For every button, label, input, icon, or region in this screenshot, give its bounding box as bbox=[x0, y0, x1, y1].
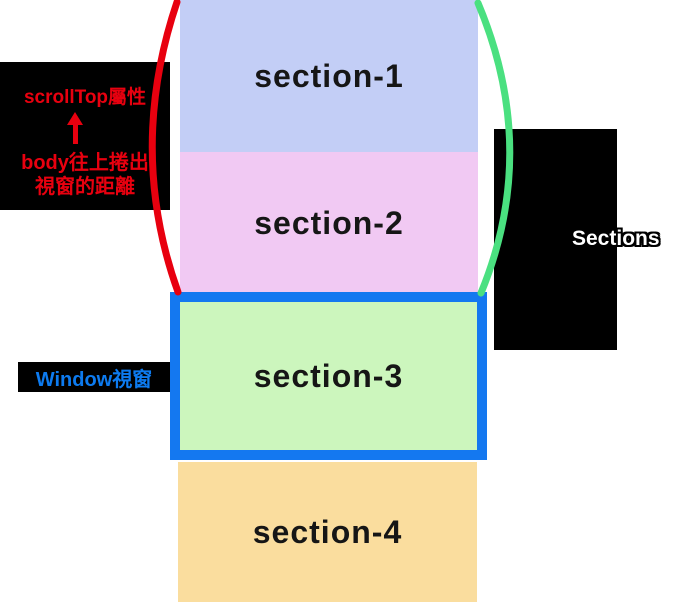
scrolltop-annotation-box: scrollTop屬性 body往上捲出 視窗的距離 bbox=[0, 62, 170, 210]
section-1-label: section-1 bbox=[254, 57, 404, 94]
scrolltop-desc-line1: body往上捲出 bbox=[21, 152, 149, 174]
scrolltop-title: scrollTop屬性 bbox=[23, 87, 147, 108]
arrow-up-icon bbox=[0, 110, 170, 146]
section-3-label: section-3 bbox=[253, 357, 404, 394]
sections-annotation-box bbox=[494, 129, 617, 350]
window-viewport: section-3 bbox=[170, 292, 487, 460]
section-2-block: section-2 bbox=[180, 152, 478, 295]
section-4-label: section-4 bbox=[252, 513, 403, 550]
scrolltop-desc-line2: 視窗的距離 bbox=[35, 176, 135, 198]
section-1-block: section-1 bbox=[180, 0, 478, 152]
section-2-label: section-2 bbox=[254, 205, 404, 241]
window-label: Window視窗 bbox=[35, 368, 153, 391]
window-label-box: Window視窗 bbox=[18, 362, 170, 392]
section-4-block: section-4 bbox=[178, 462, 477, 602]
sections-label: Sections bbox=[572, 227, 660, 250]
